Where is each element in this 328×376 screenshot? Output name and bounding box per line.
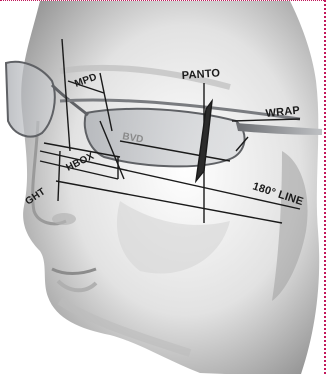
nostril-shade — [52, 213, 76, 225]
